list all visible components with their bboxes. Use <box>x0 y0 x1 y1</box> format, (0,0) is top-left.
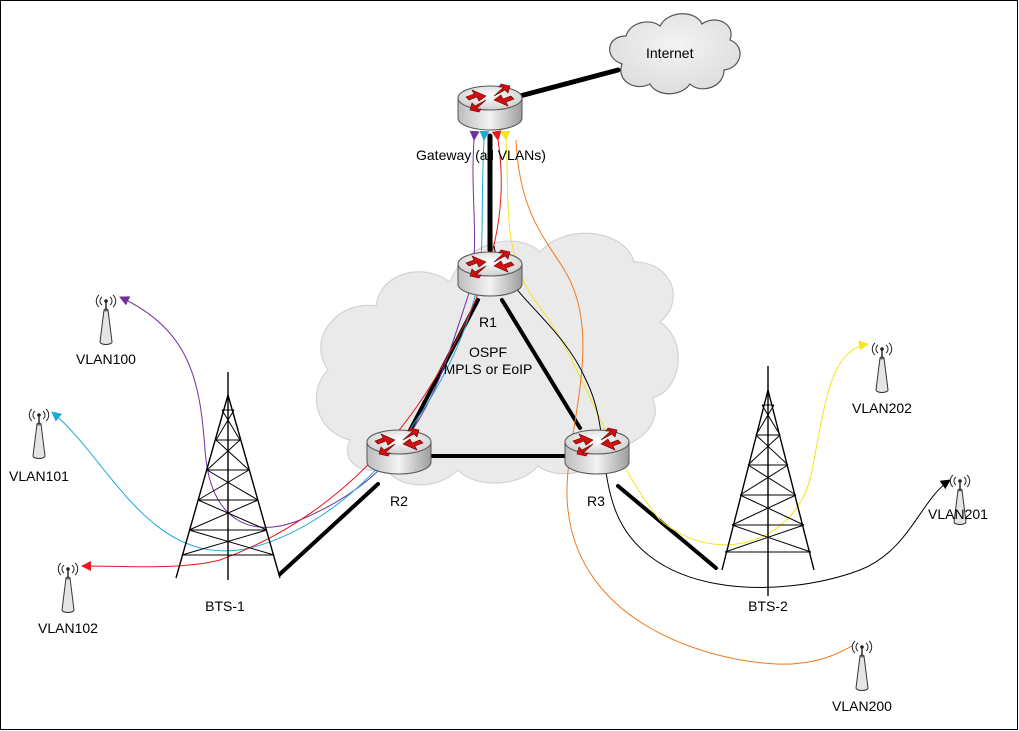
core-transport-label: MPLS or EoIP <box>444 361 533 377</box>
vlan201-label: VLAN201 <box>928 506 988 522</box>
vlan100-label: VLAN100 <box>76 351 136 367</box>
gateway-label: Gateway (all VLANs) <box>416 147 546 163</box>
internet-cloud <box>609 13 741 95</box>
bts1-tower <box>175 372 281 580</box>
router-r2[interactable] <box>366 427 432 475</box>
router-r3[interactable] <box>564 427 630 475</box>
vlan201-path <box>493 245 951 588</box>
gateway-router[interactable] <box>457 83 523 131</box>
vlan200-path <box>515 139 853 665</box>
vlan202-label: VLAN202 <box>852 400 912 416</box>
r3-label: R3 <box>587 493 605 509</box>
r2-label: R2 <box>390 493 408 509</box>
r1-label: R1 <box>479 314 497 330</box>
core-protocol-label: OSPF <box>469 344 507 360</box>
router-r1[interactable] <box>457 249 523 297</box>
bts1-label: BTS-1 <box>205 598 245 614</box>
vlan200-label: VLAN200 <box>832 698 892 714</box>
vlan102-label: VLAN102 <box>38 620 98 636</box>
bts2-label: BTS-2 <box>748 598 788 614</box>
bts2-tower <box>721 366 815 596</box>
internet-label: Internet <box>646 45 694 61</box>
vlan101-label: VLAN101 <box>9 468 69 484</box>
